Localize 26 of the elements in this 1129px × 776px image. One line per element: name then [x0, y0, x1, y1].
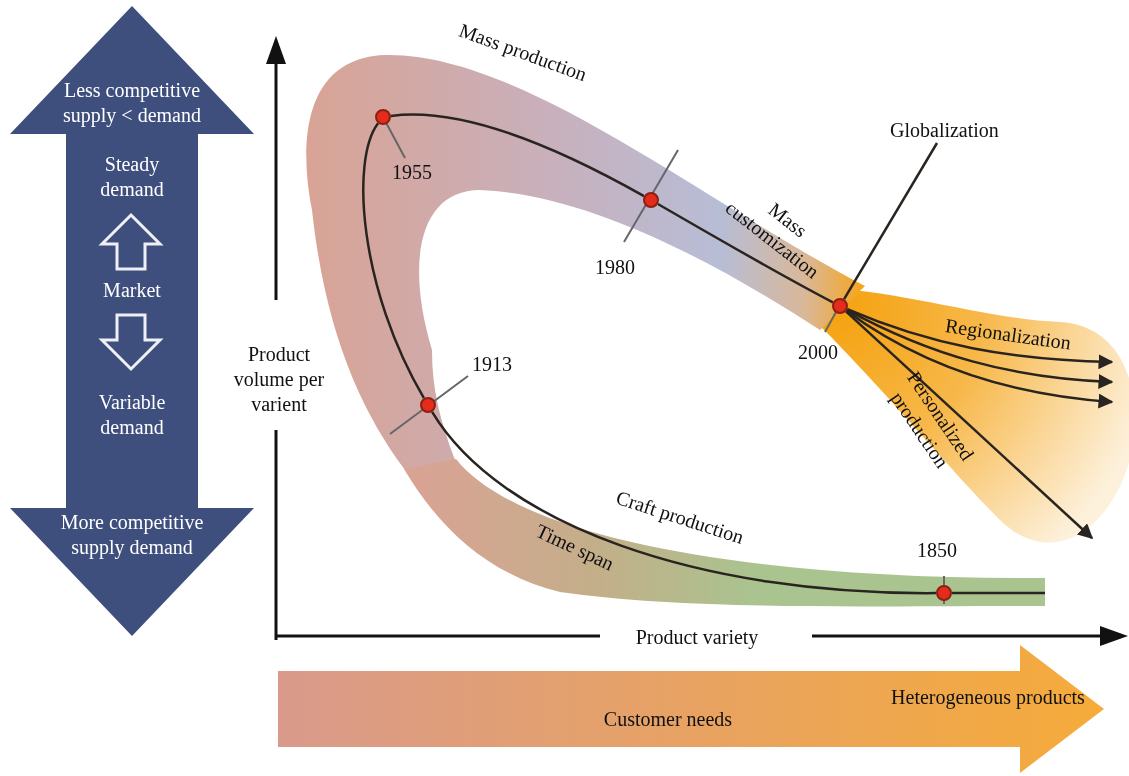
year-label: 1850	[917, 538, 957, 563]
arrow-text: More competitive supply demand	[59, 510, 205, 560]
curve-label: Regionalization	[942, 313, 1074, 356]
year-label: 1955	[392, 160, 432, 185]
curve-label: Time span	[531, 518, 619, 577]
timeline-curve	[390, 113, 645, 198]
axis-title: Product variety	[634, 625, 760, 650]
arrow	[845, 310, 1094, 539]
arrow	[846, 308, 1114, 389]
timeline-curve	[657, 202, 834, 304]
arrow-text: Heterogeneous products	[890, 685, 1086, 710]
arrow	[845, 309, 1114, 409]
year-label: 1980	[595, 255, 635, 280]
arrow	[846, 308, 1114, 370]
arrow-text: Variable demand	[97, 390, 167, 440]
timeline-curve	[362, 122, 425, 399]
market-label: Market	[102, 278, 162, 303]
leader-line	[843, 142, 939, 300]
axis-title: Product volume per varient	[232, 342, 326, 417]
globalization-label: Globalization	[890, 118, 999, 143]
arrow-text: Steady demand	[99, 152, 165, 202]
arrow-text: Less competitive supply < demand	[62, 78, 202, 128]
timeline-curve	[431, 411, 937, 595]
year-label: 2000	[798, 340, 838, 365]
arrow-text: Customer needs	[602, 707, 734, 732]
year-label: 1913	[472, 352, 512, 377]
